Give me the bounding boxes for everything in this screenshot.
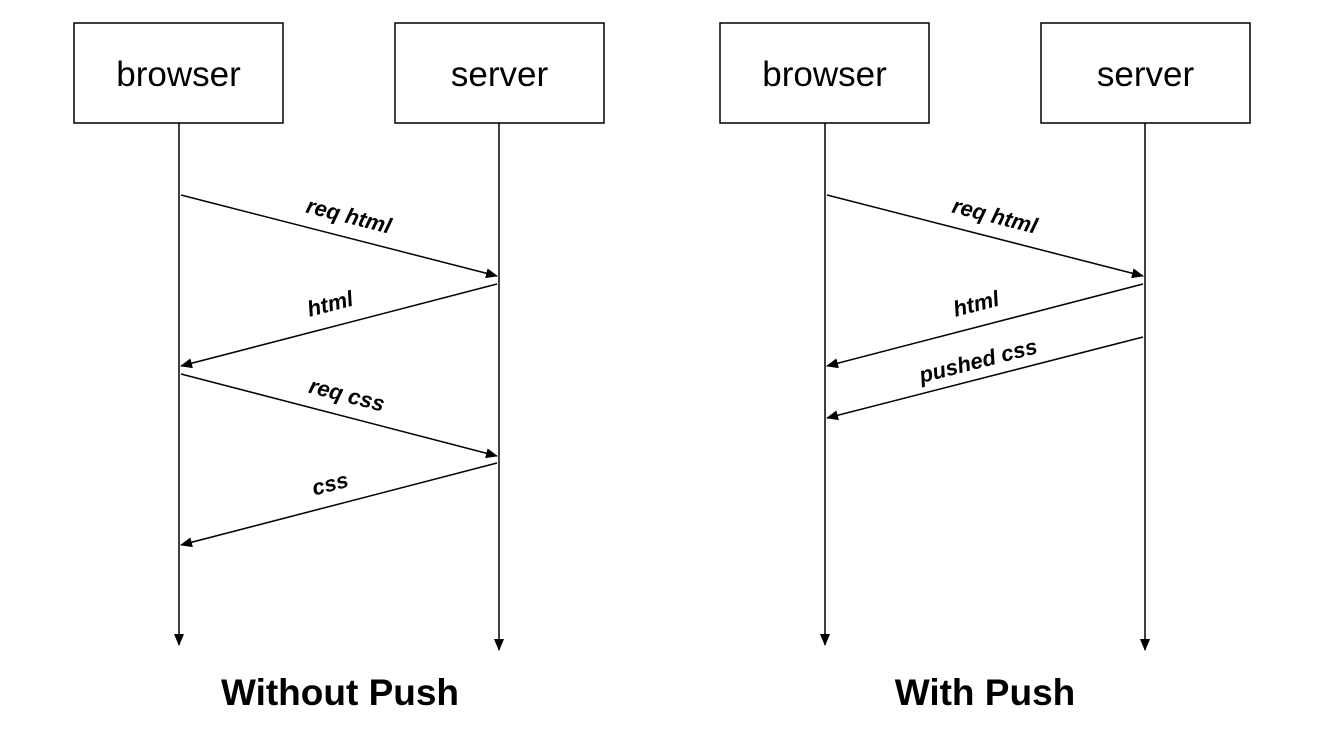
message-label: html (305, 286, 357, 322)
message-req-html: req html (826, 193, 1144, 279)
message-arrow (826, 336, 1144, 421)
message-req-css: req css (180, 373, 498, 459)
message-label: css (309, 467, 351, 500)
message-arrow (180, 462, 498, 548)
message-arrow (826, 283, 1144, 369)
participant-label: server (451, 55, 549, 94)
participant-label: browser (762, 55, 887, 94)
diagram-caption: Without Push (221, 672, 459, 713)
message-arrow (180, 373, 498, 459)
participant-browser: browser (73, 22, 284, 124)
message-pushed-css: pushed css (826, 334, 1144, 421)
message-label: req html (950, 193, 1041, 239)
participant-label: server (1097, 55, 1195, 94)
participant-label: browser (116, 55, 241, 94)
participant-box (73, 22, 284, 124)
participant-box (394, 22, 605, 124)
participant-server: server (394, 22, 605, 124)
diagram-with-push: browser server req html html pushed css … (719, 22, 1251, 713)
diagram-without-push: browser server req html html req css css… (73, 22, 605, 713)
diagram-caption: With Push (895, 672, 1076, 713)
message-label: req html (304, 193, 395, 239)
message-css: css (180, 462, 498, 548)
message-label: html (951, 286, 1003, 322)
participant-server: server (1040, 22, 1251, 124)
message-html: html (180, 283, 498, 369)
participant-browser: browser (719, 22, 930, 124)
message-req-html: req html (180, 193, 498, 279)
message-arrow (180, 283, 498, 369)
message-arrow (180, 194, 498, 279)
message-arrow (826, 194, 1144, 279)
